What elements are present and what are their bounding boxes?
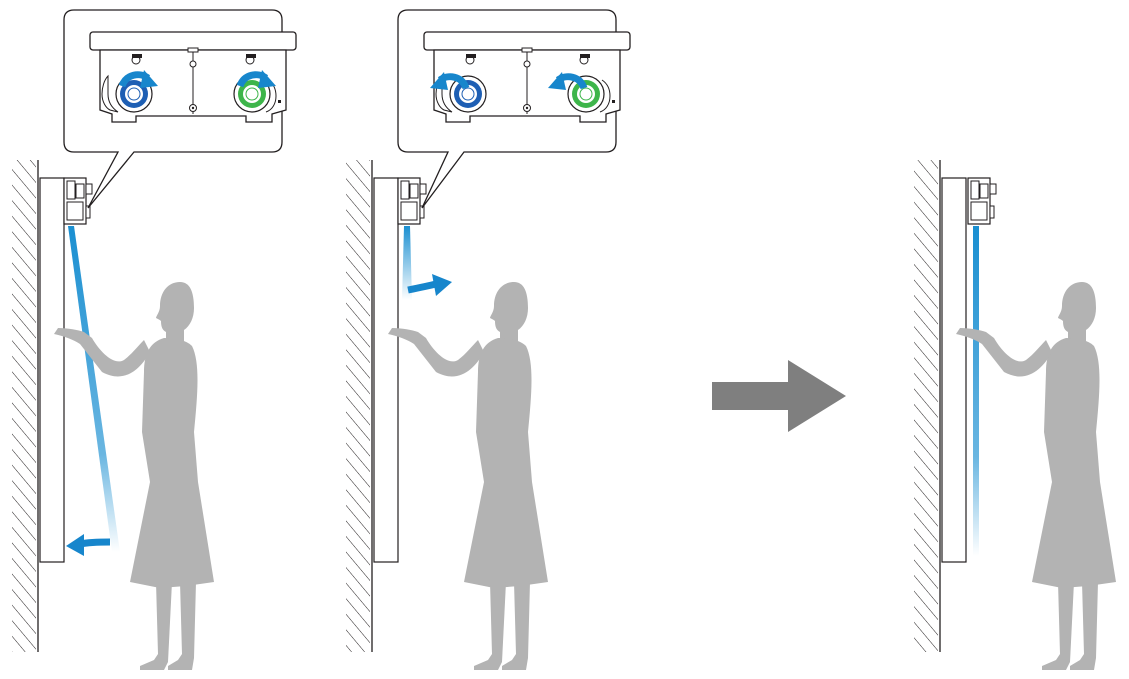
curtain-beam <box>402 226 412 300</box>
callout-box <box>63 9 297 209</box>
wall-hatch <box>12 160 36 652</box>
curtain-beam <box>68 226 120 552</box>
right-arrow-icon <box>712 360 846 432</box>
person-silhouette <box>388 282 548 670</box>
panel-step-2 <box>346 9 631 670</box>
screen-board <box>39 177 65 563</box>
projector-device <box>397 177 427 225</box>
curtain-beam <box>973 226 979 556</box>
person-silhouette <box>54 282 214 670</box>
screen-board <box>373 177 399 563</box>
wall-hatch <box>346 160 370 652</box>
direction-arrow-icon <box>66 534 111 556</box>
direction-arrow-icon <box>407 274 452 296</box>
callout-box <box>397 9 631 209</box>
projector-device <box>63 177 93 225</box>
panel-step-1 <box>12 9 297 670</box>
wall-hatch <box>914 160 938 652</box>
person-silhouette <box>956 282 1116 670</box>
screen-board <box>941 177 967 563</box>
panel-result <box>914 160 1116 670</box>
projector-device <box>967 177 997 225</box>
